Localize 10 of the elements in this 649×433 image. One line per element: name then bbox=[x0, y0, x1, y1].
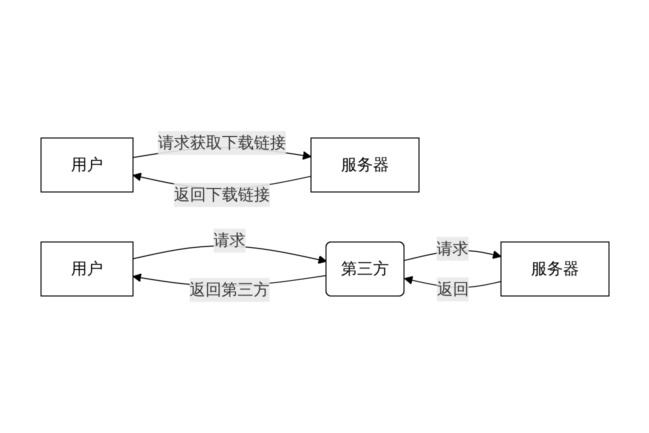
edge-label: 请求 bbox=[213, 230, 246, 250]
node-box: 用户 bbox=[40, 138, 133, 193]
node-box: 服务器 bbox=[500, 242, 609, 297]
edge-label: 返回第三方 bbox=[189, 280, 270, 299]
edge-label: 返回 bbox=[436, 279, 468, 298]
edge-label: 返回下载链接 bbox=[173, 185, 270, 204]
edge-label: 请求 bbox=[436, 238, 468, 258]
edge-label: 请求获取下载链接 bbox=[157, 133, 286, 152]
node-box: 用户 bbox=[40, 242, 133, 297]
node-box: 服务器 bbox=[310, 138, 419, 193]
